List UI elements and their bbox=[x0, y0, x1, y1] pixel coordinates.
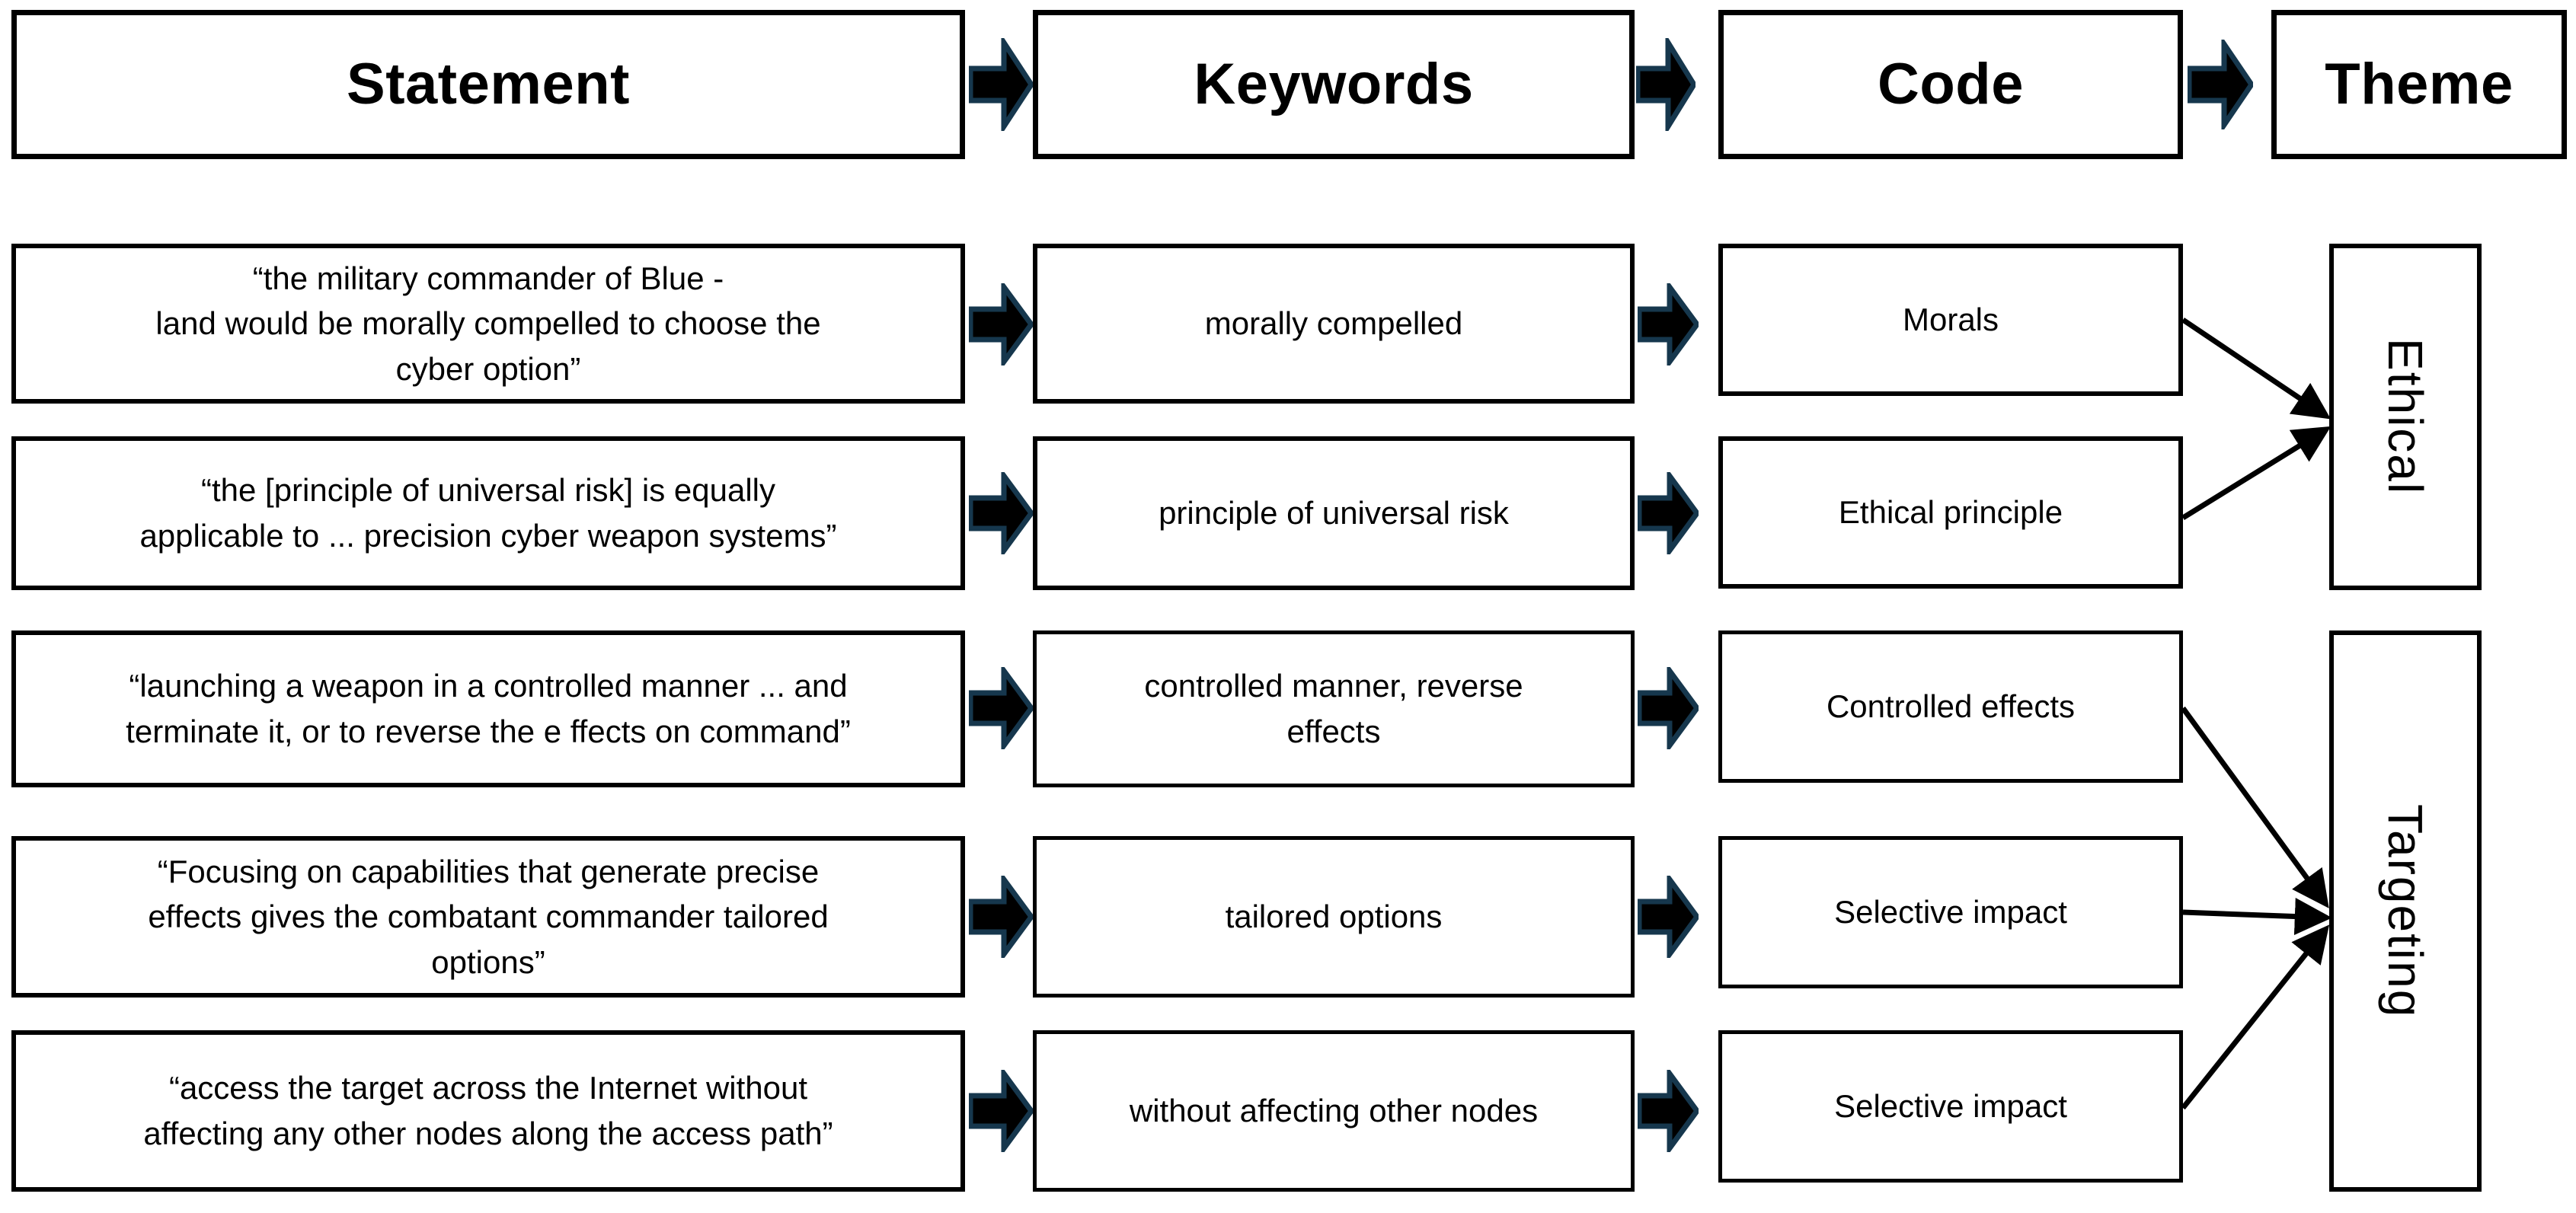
statement-text-row-3: “launching a weapon in a controlled mann… bbox=[126, 668, 851, 749]
keyword-box-row-4: tailored options bbox=[1033, 836, 1635, 998]
theme-label-ethical: Ethical bbox=[2378, 338, 2433, 496]
connector-row-3-to-targeting bbox=[2181, 706, 2329, 908]
keyword-text-row-4: tailored options bbox=[1225, 899, 1443, 935]
theme-box-ethical: Ethical bbox=[2329, 244, 2482, 590]
arrow-keyword-to-code-row-3 bbox=[1638, 667, 1699, 749]
statement-box-row-2: “the [principle of universal risk] is eq… bbox=[11, 436, 965, 590]
arrow-keyword-to-code-row-1 bbox=[1638, 283, 1699, 365]
theme-box-targeting: Targeting bbox=[2329, 630, 2482, 1192]
header-label-statement: Statement bbox=[347, 52, 630, 117]
keyword-box-row-3: controlled manner, reverse effects bbox=[1033, 630, 1635, 787]
keyword-text-row-5: without affecting other nodes bbox=[1129, 1093, 1539, 1129]
arrow-statement-to-keyword-row-2 bbox=[969, 472, 1033, 554]
connector-row-5-to-targeting bbox=[2181, 924, 2330, 1110]
code-text-row-1: Morals bbox=[1902, 302, 1999, 338]
keyword-text-row-1: morally compelled bbox=[1204, 305, 1463, 342]
code-text-row-2: Ethical principle bbox=[1838, 494, 2063, 531]
statement-text-row-5: “access the target across the Internet w… bbox=[143, 1070, 833, 1151]
arrow-statement-to-keyword-row-3 bbox=[969, 667, 1033, 749]
code-box-row-1: Morals bbox=[1718, 244, 2183, 396]
keyword-text-row-2: principle of universal risk bbox=[1159, 495, 1509, 531]
code-box-row-3: Controlled effects bbox=[1718, 630, 2183, 783]
keyword-box-row-5: without affecting other nodes bbox=[1033, 1030, 1635, 1192]
keyword-text-row-3: controlled manner, reverse effects bbox=[1144, 668, 1523, 749]
statement-text-row-2: “the [principle of universal risk] is eq… bbox=[139, 472, 837, 554]
header-label-keywords: Keywords bbox=[1194, 52, 1474, 117]
connector-row-4-to-targeting bbox=[2182, 898, 2332, 936]
arrow-statement-to-keyword-row-1 bbox=[969, 283, 1033, 365]
statement-box-row-5: “access the target across the Internet w… bbox=[11, 1030, 965, 1192]
keyword-box-row-2: principle of universal risk bbox=[1033, 436, 1635, 590]
header-box-code: Code bbox=[1718, 10, 2183, 159]
arrow-keyword-to-code-row-2 bbox=[1638, 472, 1699, 554]
header-label-theme: Theme bbox=[2325, 52, 2514, 117]
header-label-code: Code bbox=[1878, 52, 2024, 117]
code-text-row-3: Controlled effects bbox=[1826, 688, 2076, 725]
header-box-theme: Theme bbox=[2271, 10, 2567, 159]
header-box-keywords: Keywords bbox=[1033, 10, 1635, 159]
statement-text-row-1: “the military commander of Blue - land w… bbox=[155, 260, 821, 387]
header-box-statement: Statement bbox=[11, 10, 965, 159]
connector-row-1-to-ethical bbox=[2181, 318, 2332, 420]
arrow-keyword-to-code-row-4 bbox=[1638, 876, 1699, 958]
header-arrow-keywords-to-code bbox=[1636, 38, 1695, 131]
arrow-statement-to-keyword-row-5 bbox=[969, 1070, 1033, 1152]
arrow-statement-to-keyword-row-4 bbox=[969, 876, 1033, 958]
statement-box-row-4: “Focusing on capabilities that generate … bbox=[11, 836, 965, 998]
arrow-keyword-to-code-row-5 bbox=[1638, 1070, 1699, 1152]
statement-text-row-4: “Focusing on capabilities that generate … bbox=[148, 853, 829, 980]
code-box-row-5: Selective impact bbox=[1718, 1030, 2183, 1183]
code-box-row-2: Ethical principle bbox=[1718, 436, 2183, 589]
code-text-row-4: Selective impact bbox=[1834, 894, 2067, 930]
header-arrow-statement-to-keywords bbox=[969, 38, 1033, 131]
statement-box-row-1: “the military commander of Blue - land w… bbox=[11, 244, 965, 404]
code-text-row-5: Selective impact bbox=[1834, 1088, 2067, 1125]
theme-label-targeting: Targeting bbox=[2378, 803, 2433, 1019]
statement-box-row-3: “launching a weapon in a controlled mann… bbox=[11, 630, 965, 787]
header-arrow-code-to-theme bbox=[2188, 40, 2253, 129]
keyword-box-row-1: morally compelled bbox=[1033, 244, 1635, 404]
code-box-row-4: Selective impact bbox=[1718, 836, 2183, 988]
connector-row-2-to-ethical bbox=[2181, 426, 2332, 520]
